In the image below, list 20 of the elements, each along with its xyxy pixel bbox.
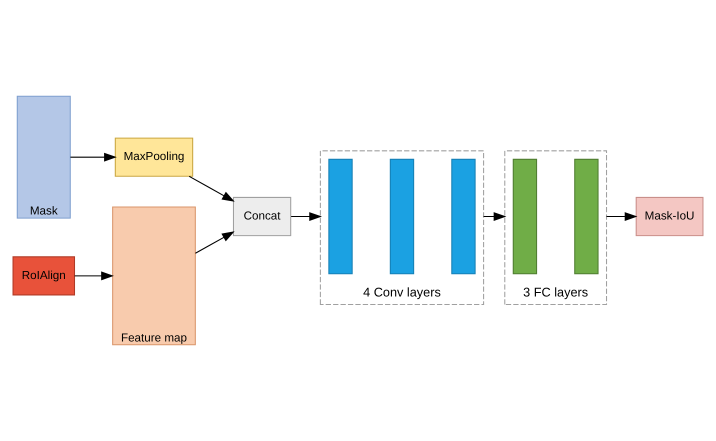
arrow [188,176,235,202]
node-box [574,158,599,274]
cluster: 3 FC layers [504,150,608,306]
node-box [451,158,476,274]
arrow [291,212,322,221]
node-box: RoIAlign [12,256,76,296]
cluster: 4 Conv layers [320,150,484,306]
node-box: MaxPooling [114,138,194,177]
node-box: Concat [232,196,292,236]
arrow [606,212,638,221]
node-box [390,158,414,274]
node-box: Feature map [112,206,196,346]
arrow [484,212,506,221]
node-box [328,158,353,274]
node-box [512,158,538,274]
arrow [70,152,117,162]
node-box: Mask [16,96,71,219]
arrow [74,271,114,280]
arrow [195,231,235,254]
node-box: Mask-IoU [636,196,704,236]
